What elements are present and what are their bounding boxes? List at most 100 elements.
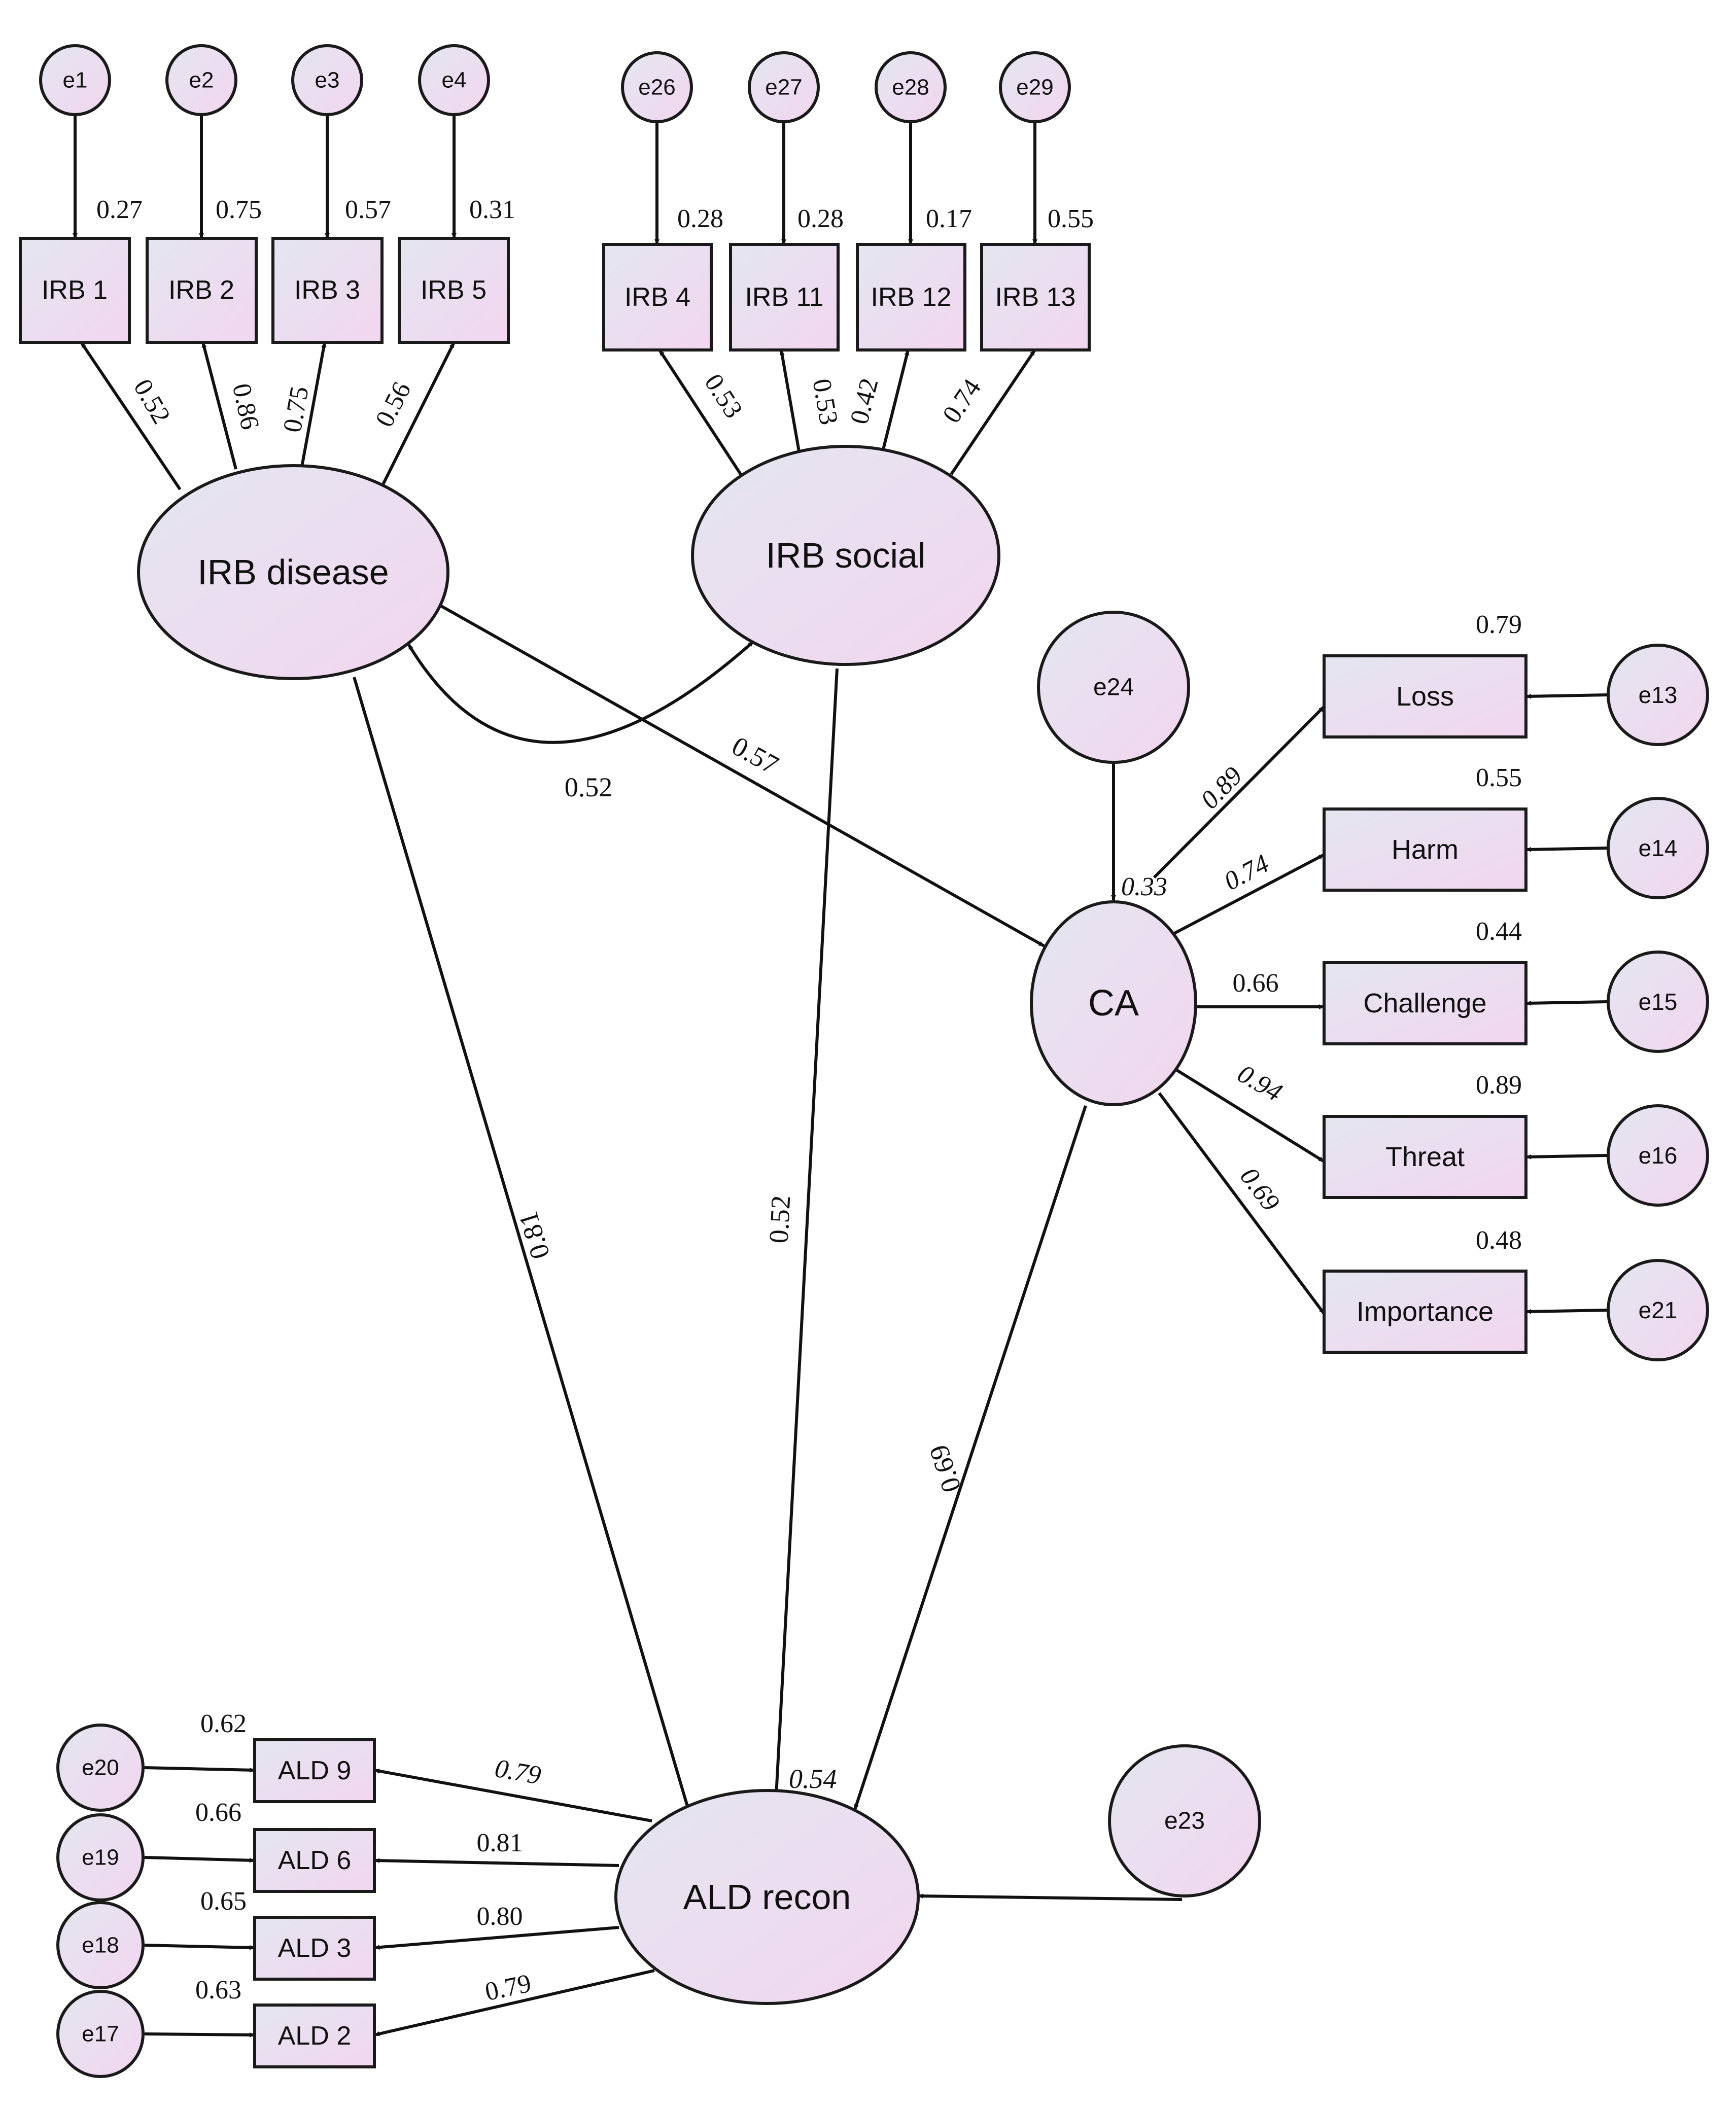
node-label: e18: [82, 1933, 119, 1958]
node-label: e17: [82, 2022, 119, 2047]
node-label: e19: [82, 1845, 119, 1870]
indicator-ald9: ALD 9: [253, 1738, 376, 1803]
error-node-e27: e27: [748, 51, 820, 123]
loading-label-irb11: 0.53: [807, 376, 843, 427]
edge-social-irb12: [881, 349, 910, 452]
node-label: e29: [1016, 75, 1053, 100]
node-label: e20: [82, 1755, 119, 1780]
node-label: IRB 4: [624, 283, 690, 312]
r2-label-harm: 0.55: [1476, 763, 1522, 792]
r2-label-loss: 0.79: [1476, 610, 1522, 639]
node-label: e13: [1639, 682, 1678, 708]
edge-e16-threat: [1525, 1154, 1608, 1159]
indicator-irb11: IRB 11: [729, 243, 840, 352]
indicator-challenge: Challenge: [1323, 961, 1527, 1045]
r2-label-irb4: 0.28: [677, 204, 723, 233]
loading-label-irb2: 0.86: [227, 381, 265, 432]
node-label: e26: [638, 75, 675, 100]
r2-label-irb2: 0.75: [216, 195, 262, 224]
edge-ald-ald6: [374, 1858, 619, 1867]
edge-ca-loss: [1153, 705, 1326, 879]
loading-label-irb12: 0.42: [845, 375, 884, 427]
error-node-e21: e21: [1607, 1259, 1709, 1361]
node-label: e14: [1639, 835, 1678, 861]
r2-label-threat: 0.89: [1476, 1071, 1522, 1100]
indicator-irb1: IRB 1: [19, 237, 131, 344]
node-label: IRB disease: [197, 552, 389, 592]
edge-ald-ald2: [374, 1969, 655, 2036]
edge-disease-ca: [440, 605, 1045, 947]
error-node-e4: e4: [418, 44, 490, 116]
edge-cov-disease-social: [407, 640, 754, 744]
node-label: IRB 3: [294, 275, 360, 305]
node-label: Threat: [1385, 1142, 1465, 1172]
edge-ca-threat: [1176, 1069, 1325, 1163]
edge-social-irb11: [779, 349, 801, 452]
error-node-e26: e26: [621, 51, 693, 123]
edge-ca-importance: [1158, 1092, 1326, 1315]
r2-label-irb1: 0.27: [96, 195, 143, 224]
node-label: e4: [442, 68, 467, 93]
loading-label-threat: 0.94: [1233, 1059, 1287, 1107]
edge-disease-irb3: [300, 342, 327, 467]
edge-e13-loss: [1525, 693, 1608, 699]
edge-social-ald: [774, 668, 839, 1796]
loading-label-ald3: 0.80: [477, 1902, 523, 1931]
r2-label-irb5: 0.31: [469, 195, 515, 224]
edges: [73, 115, 1608, 2037]
r2-label-challenge: 0.44: [1476, 917, 1522, 946]
indicator-irb13: IRB 13: [980, 243, 1091, 352]
error-node-e28: e28: [875, 51, 947, 123]
indicator-loss: Loss: [1323, 654, 1527, 739]
node-label: Loss: [1396, 681, 1454, 712]
indicator-importance: Importance: [1323, 1270, 1527, 1354]
latent-irb-disease: IRB disease: [137, 464, 449, 680]
r2-label-irb11: 0.28: [797, 204, 844, 233]
error-node-e18: e18: [56, 1901, 145, 1989]
node-label: IRB 1: [42, 275, 108, 305]
loading-label-irb13: 0.74: [937, 374, 987, 428]
latent-ald-recon: ALD recon: [614, 1789, 920, 2005]
loading-label-ald6: 0.81: [477, 1829, 523, 1857]
loading-label-ald9: 0.79: [493, 1754, 543, 1790]
r2-label-irb13: 0.55: [1048, 204, 1094, 233]
indicator-irb4: IRB 4: [602, 243, 713, 352]
edge-e19-ald6: [144, 1856, 255, 1863]
loading-label-harm: 0.74: [1220, 849, 1274, 896]
edge-e15-challenge: [1525, 1000, 1608, 1006]
loading-label-irb4: 0.53: [699, 369, 748, 423]
nodes: e1 e2 e3 e4 e26 e27 e28 e29 IRB 1 IRB 2 …: [19, 44, 1709, 2078]
node-label: e23: [1164, 1808, 1205, 1835]
node-label: ALD 2: [278, 2021, 352, 2051]
node-label: IRB 12: [871, 283, 952, 312]
edge-disease-irb1: [80, 341, 182, 490]
edge-e14-harm: [1525, 847, 1608, 852]
error-node-e13: e13: [1607, 644, 1709, 746]
edge-social-irb13: [950, 349, 1036, 475]
node-label: ALD 3: [278, 1934, 352, 1963]
indicator-ald3: ALD 3: [253, 1916, 376, 1981]
indicator-ald2: ALD 2: [253, 2003, 376, 2068]
indicator-irb12: IRB 12: [856, 243, 966, 352]
edge-e23-ald: [918, 1893, 1183, 1901]
path-label-ca-ald: 0.69: [923, 1441, 967, 1496]
r2-label-ald-recon: 0.54: [789, 1764, 837, 1794]
error-node-e14: e14: [1607, 797, 1709, 899]
edge-disease-ald: [353, 677, 691, 1815]
node-label: e28: [892, 75, 929, 100]
error-node-e1: e1: [39, 44, 111, 116]
node-label: e1: [63, 68, 88, 93]
edge-e20-ald9: [144, 1766, 255, 1773]
node-label: IRB 11: [745, 283, 823, 312]
loading-label-irb5: 0.56: [370, 377, 416, 432]
loading-label-loss: 0.89: [1195, 761, 1248, 815]
error-node-e24: e24: [1037, 611, 1190, 764]
error-node-e2: e2: [165, 44, 237, 116]
error-node-e17: e17: [56, 1990, 145, 2078]
loading-label-challenge: 0.66: [1233, 969, 1279, 998]
node-label: e2: [189, 68, 214, 93]
r2-label-ald9: 0.62: [200, 1709, 247, 1738]
latent-ca: CA: [1030, 900, 1197, 1106]
r2-label-importance: 0.48: [1476, 1226, 1522, 1255]
r2-label-irb3: 0.57: [345, 195, 391, 224]
